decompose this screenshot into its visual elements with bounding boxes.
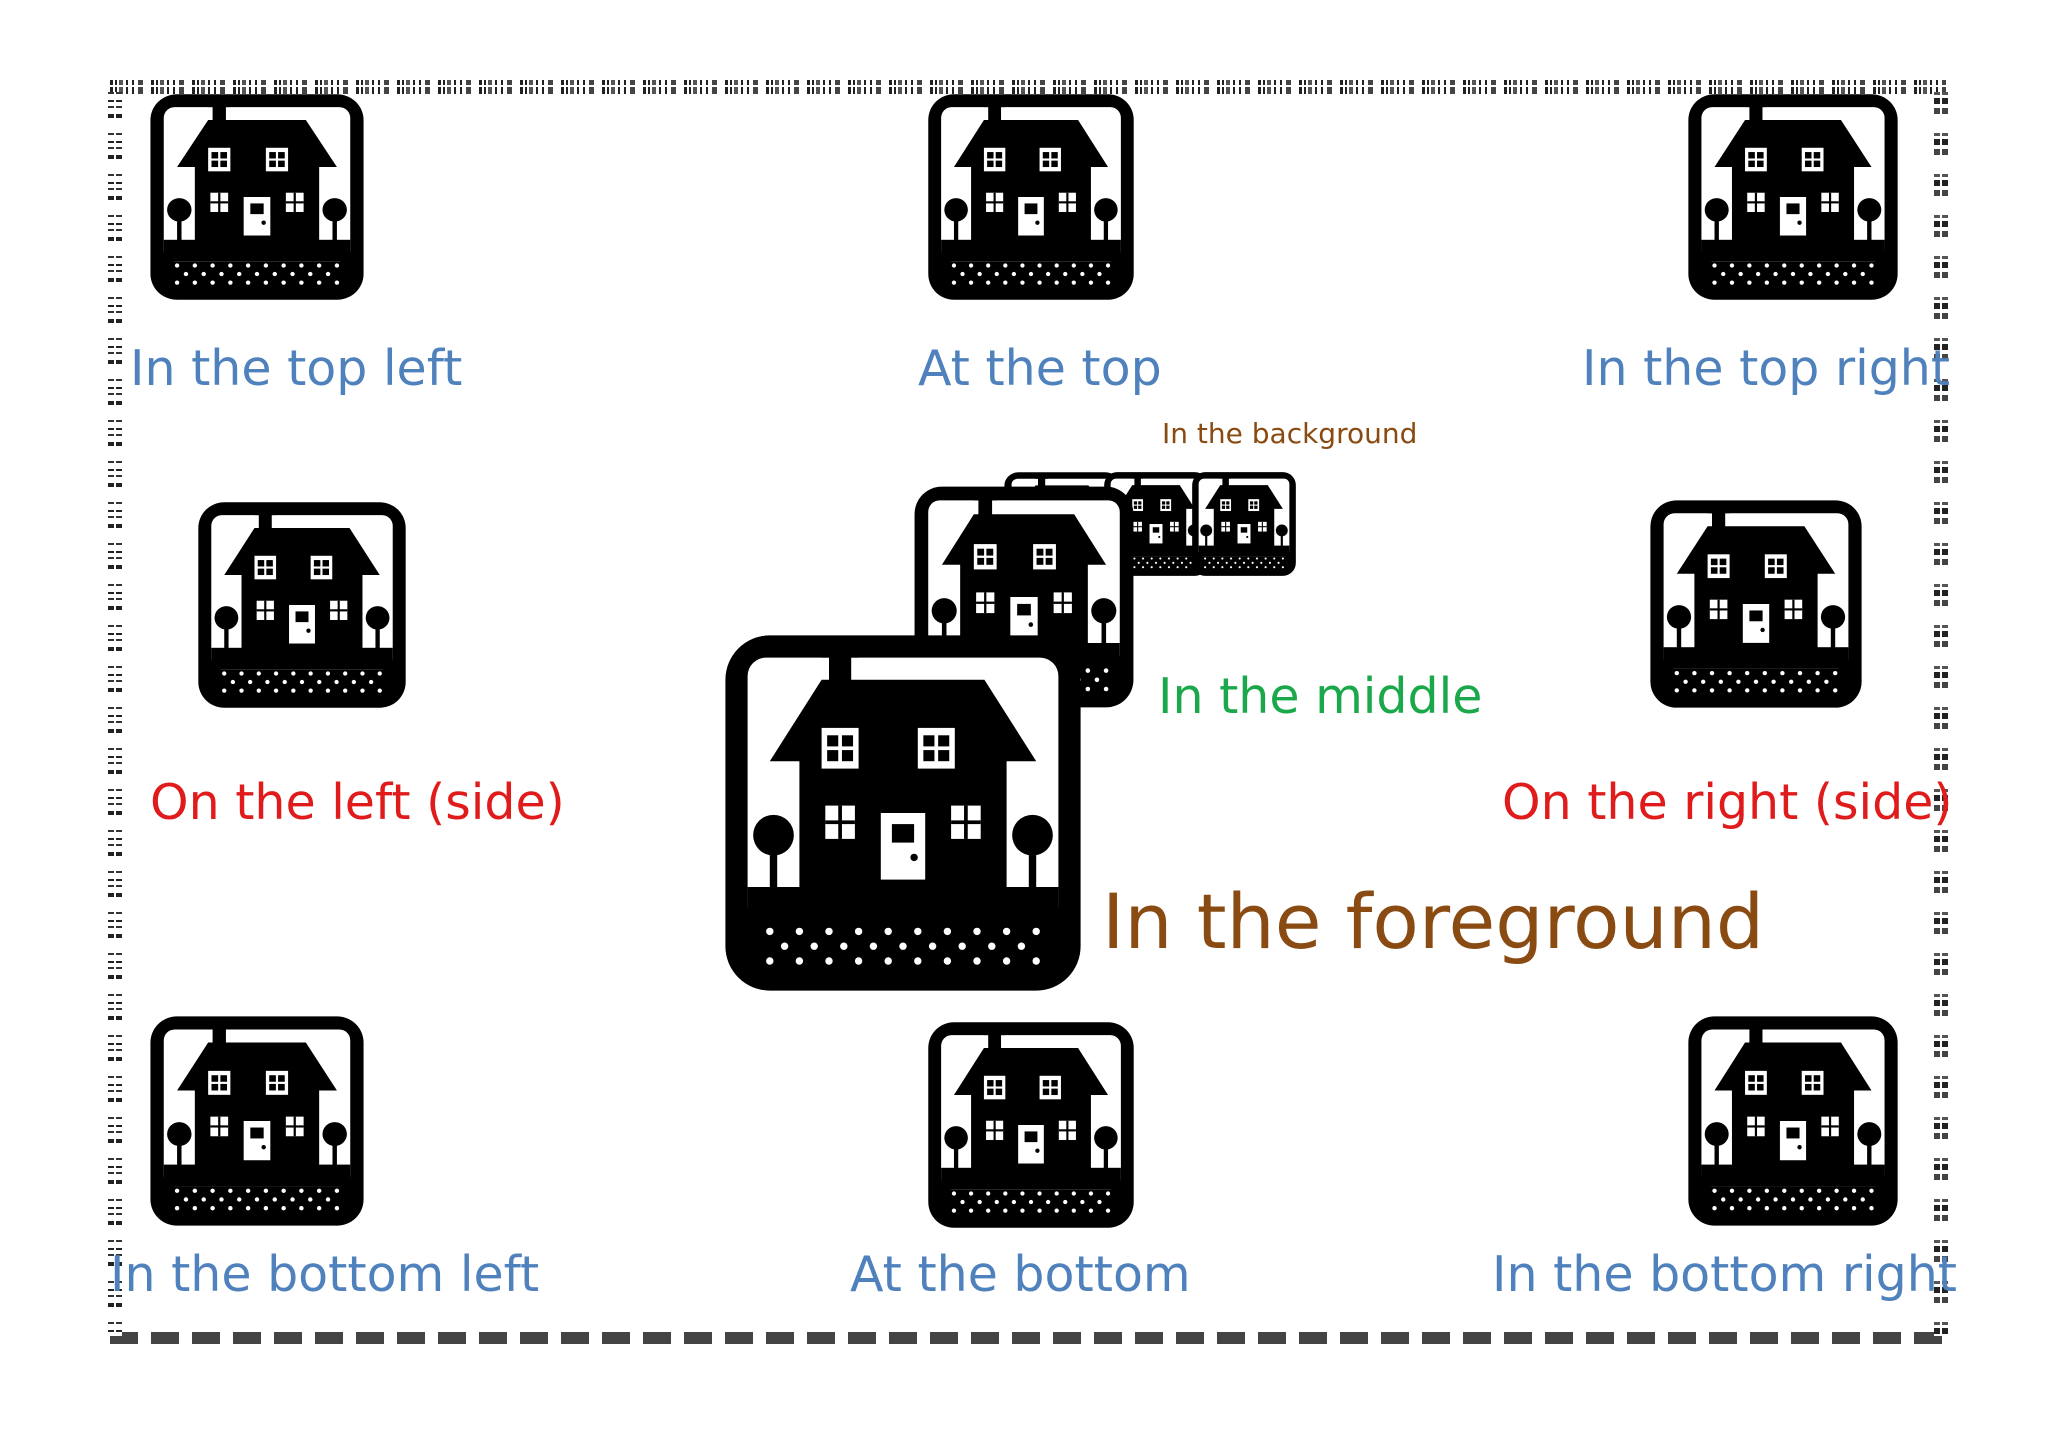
house-icon-bottom-left	[146, 1012, 368, 1230]
decorative-border-right	[1934, 92, 1948, 1336]
house-icon-left	[194, 498, 410, 712]
label-top: At the top	[918, 340, 1162, 397]
label-background: In the background	[1162, 417, 1418, 450]
house-icon-bottom-right	[1684, 1012, 1902, 1230]
decorative-border-top	[110, 80, 1946, 94]
label-right-side: On the right (side)	[1502, 774, 1953, 831]
label-foreground: In the foreground	[1102, 877, 1765, 966]
label-left-side: On the left (side)	[150, 774, 565, 831]
house-icon-foreground	[718, 628, 1088, 998]
house-icon-bottom	[924, 1018, 1138, 1232]
label-top-right: In the top right	[1582, 340, 1951, 397]
decorative-border-left	[108, 92, 122, 1336]
label-bottom-right: In the bottom right	[1492, 1246, 1957, 1303]
house-icon-top-left	[146, 90, 368, 304]
decorative-border-bottom	[110, 1328, 1946, 1344]
label-bottom: At the bottom	[850, 1246, 1191, 1303]
label-top-left: In the top left	[130, 340, 463, 397]
house-icon-background-3	[1190, 470, 1298, 578]
label-bottom-left: In the bottom left	[110, 1246, 540, 1303]
house-icon-right	[1646, 496, 1866, 712]
house-icon-top-right	[1684, 90, 1902, 304]
house-icon-top	[924, 90, 1138, 304]
label-middle: In the middle	[1158, 668, 1483, 725]
